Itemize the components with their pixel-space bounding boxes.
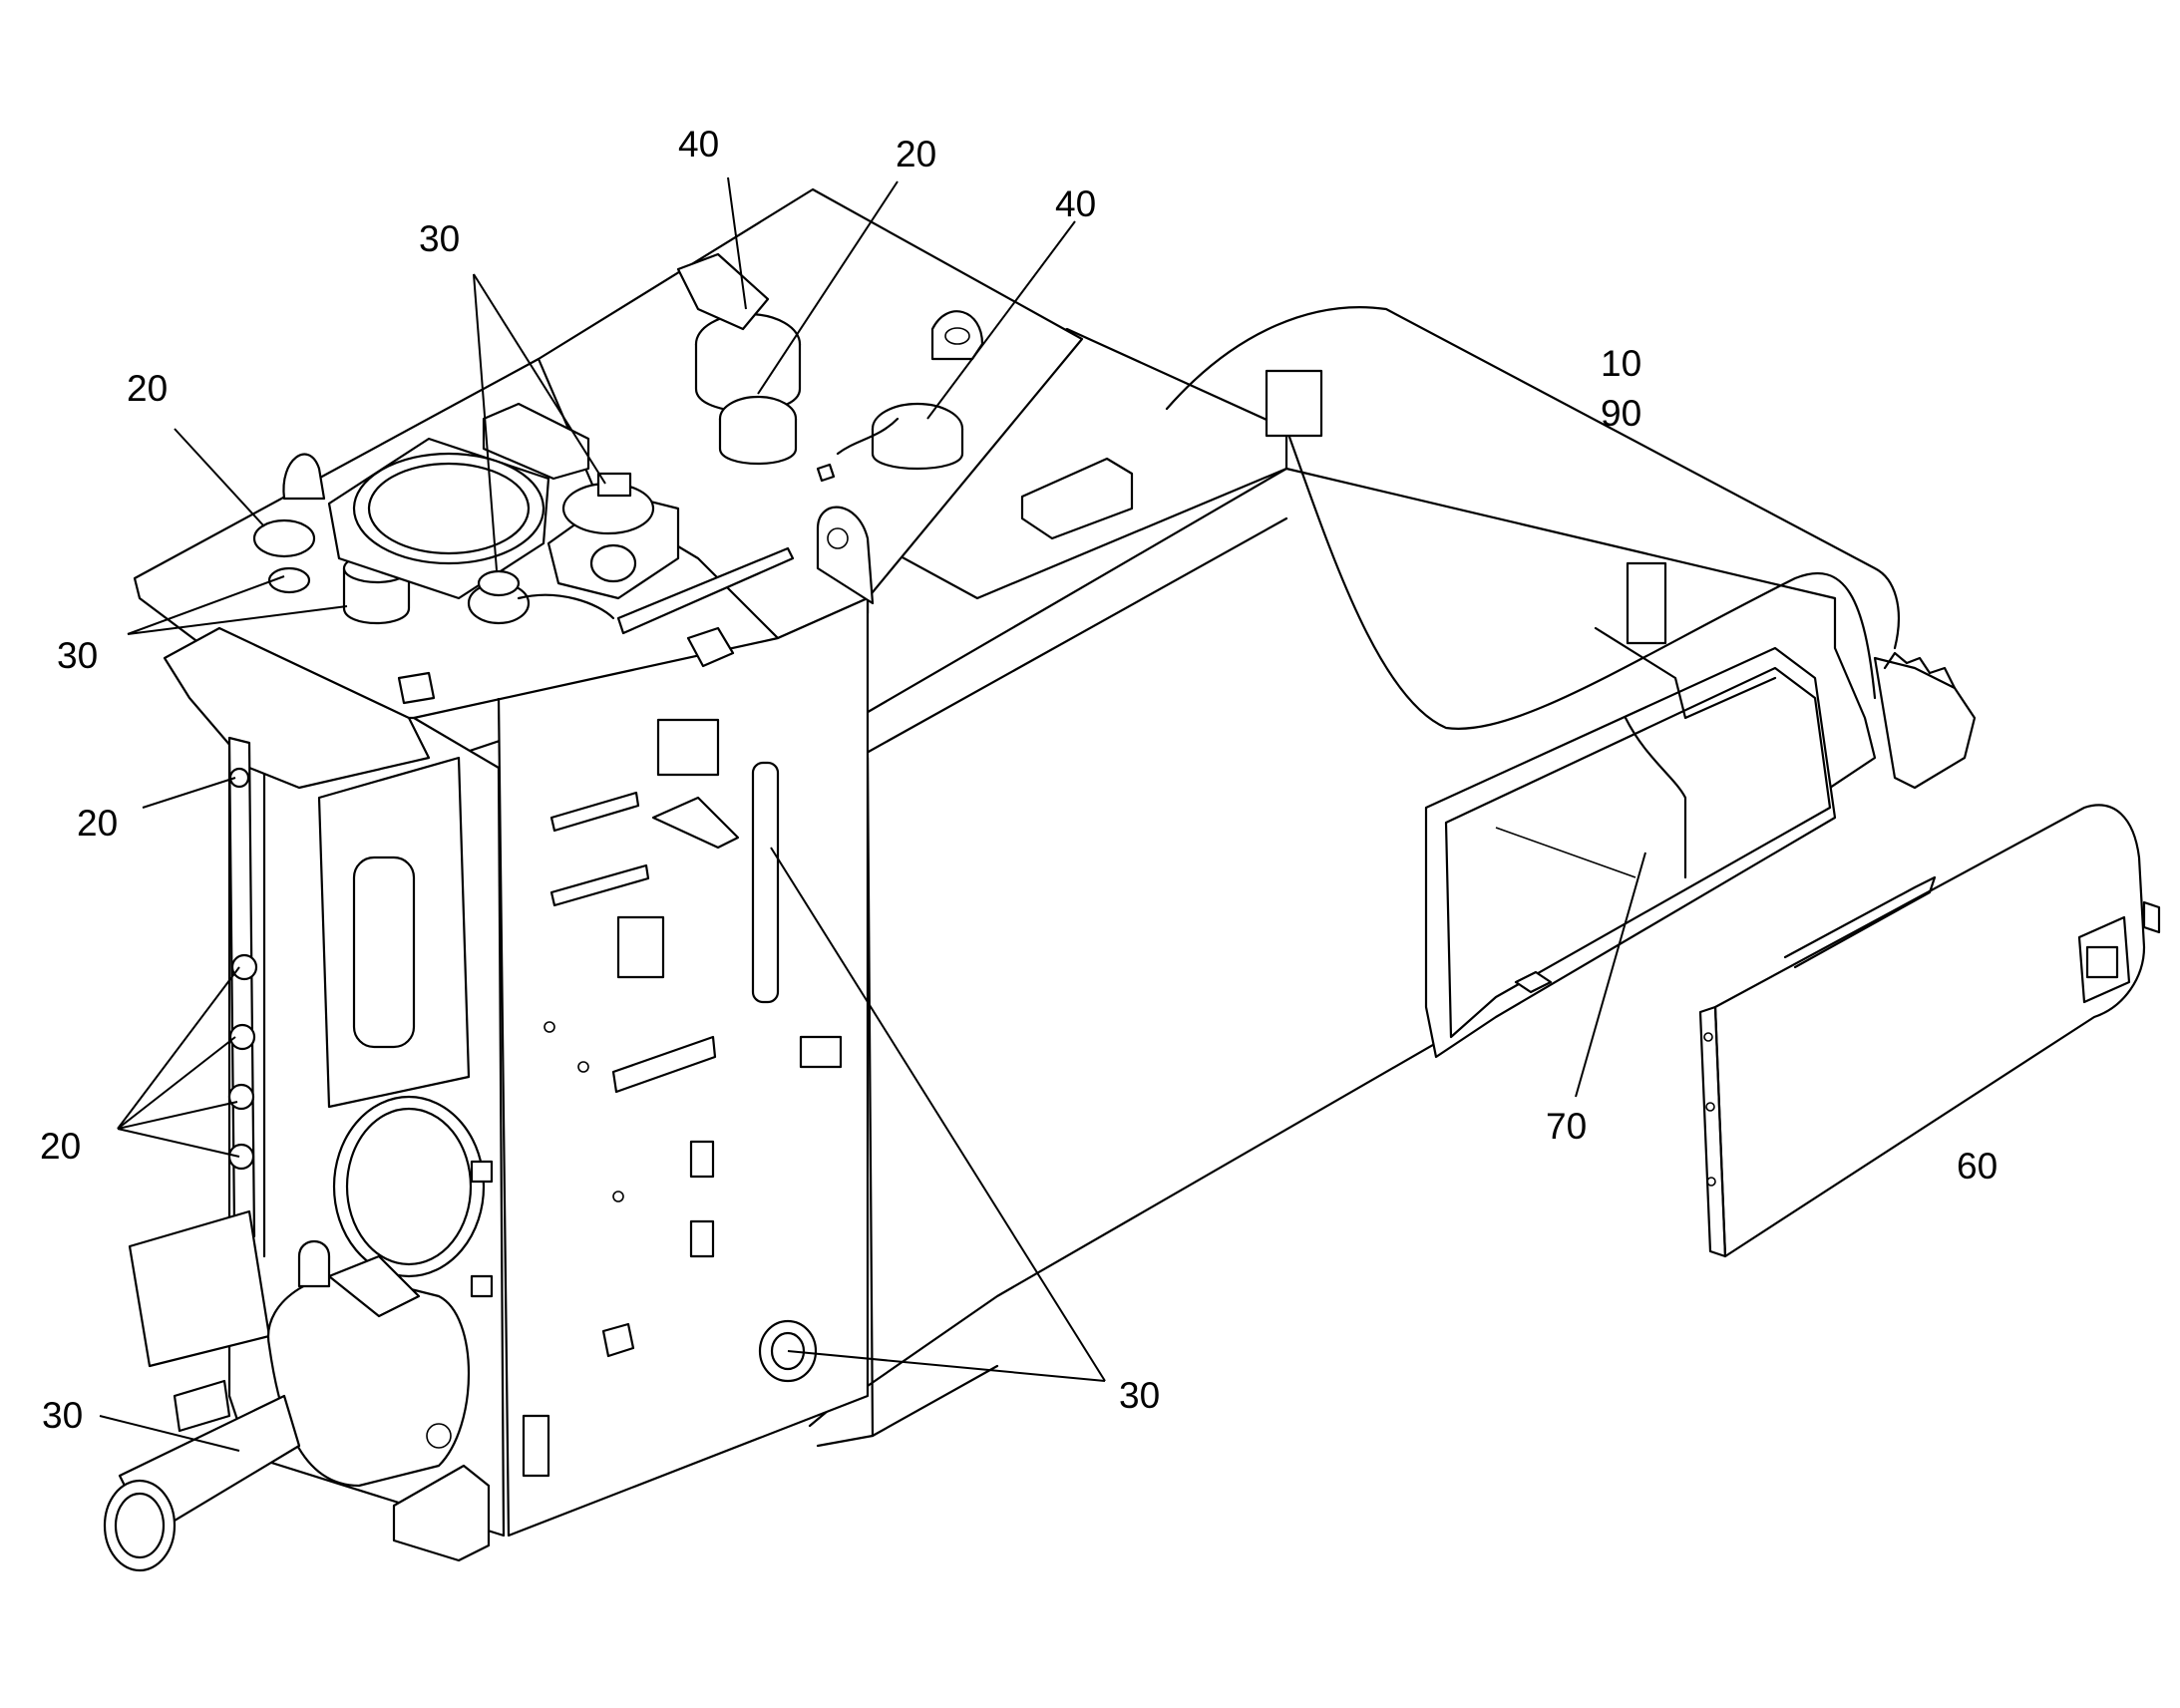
suction-pipe [103,1209,491,1572]
callout-20-top: 20 [896,134,936,174]
leader-lines [99,176,1646,1452]
callout-30-left-top: 30 [57,635,98,676]
callout-40-right: 40 [1055,183,1096,224]
callout-20-left-top: 20 [127,368,168,409]
callout-90: 90 [1601,393,1641,434]
top-fittings [252,252,984,705]
callout-40-top: 40 [678,124,719,165]
callout-70: 70 [1546,1106,1587,1147]
callout-60: 60 [1957,1146,1998,1187]
callout-30-left-bottom: 30 [42,1395,83,1436]
callout-30-bottom-right: 30 [1119,1375,1160,1416]
mounting-bracket [163,626,471,1238]
opening-frame [1424,626,1837,1059]
callout-labels: 40 20 40 30 20 10 90 30 20 20 70 60 30 3… [40,124,1998,1436]
callout-30-top: 30 [419,218,460,259]
front-face-details [332,718,843,1478]
rear-step [1873,651,1977,790]
callout-20-left-mid: 20 [77,803,118,844]
callout-20-left-low: 20 [40,1126,81,1167]
side-door-panel [1698,804,2161,1258]
callout-10: 10 [1601,343,1641,384]
